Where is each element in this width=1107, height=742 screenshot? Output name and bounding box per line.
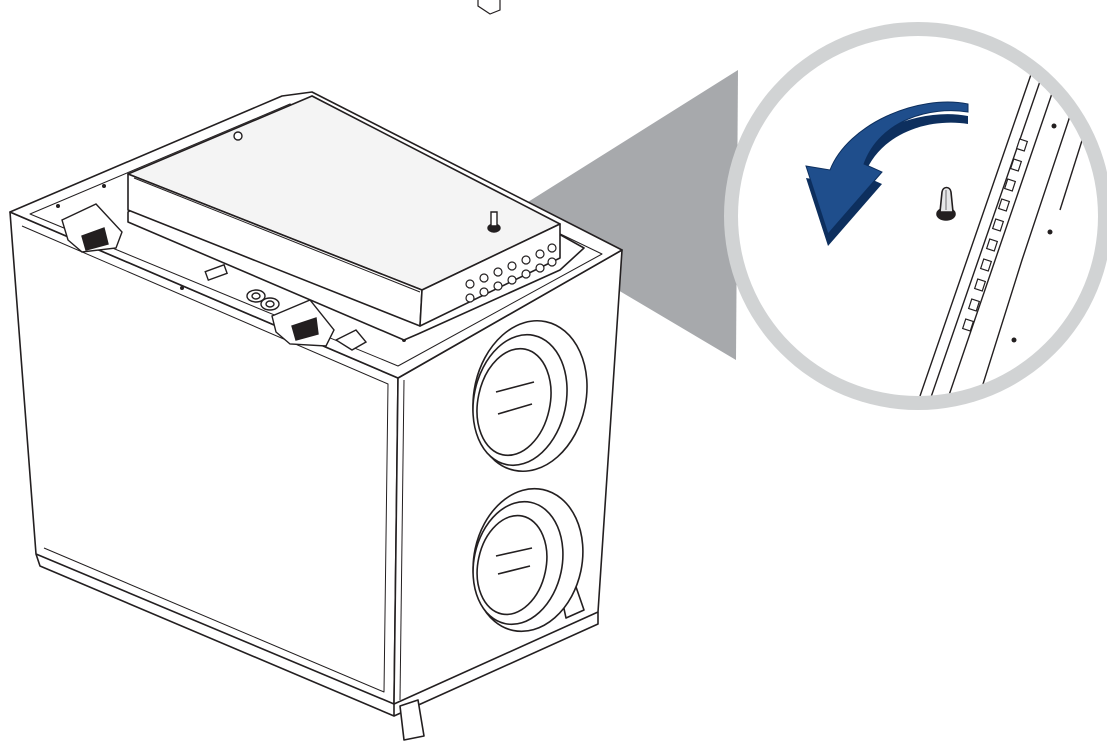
latch-left (61, 203, 123, 253)
callout-lock-knob (936, 186, 956, 221)
top-fragment (477, 0, 501, 15)
rotation-arrow-icon (805, 101, 969, 247)
cable-glands (204, 263, 280, 311)
lid-screw (233, 131, 243, 141)
latch-right (334, 329, 368, 351)
foot-front (399, 699, 425, 741)
duct-upper (472, 319, 588, 473)
callout-gland-row (961, 138, 1029, 332)
duct-lower (472, 487, 584, 633)
lid-lock-knob (487, 211, 501, 233)
gland-grid (465, 243, 557, 303)
control-box (127, 95, 585, 341)
detail-callout (724, 22, 1107, 410)
callout-beam (512, 70, 738, 360)
